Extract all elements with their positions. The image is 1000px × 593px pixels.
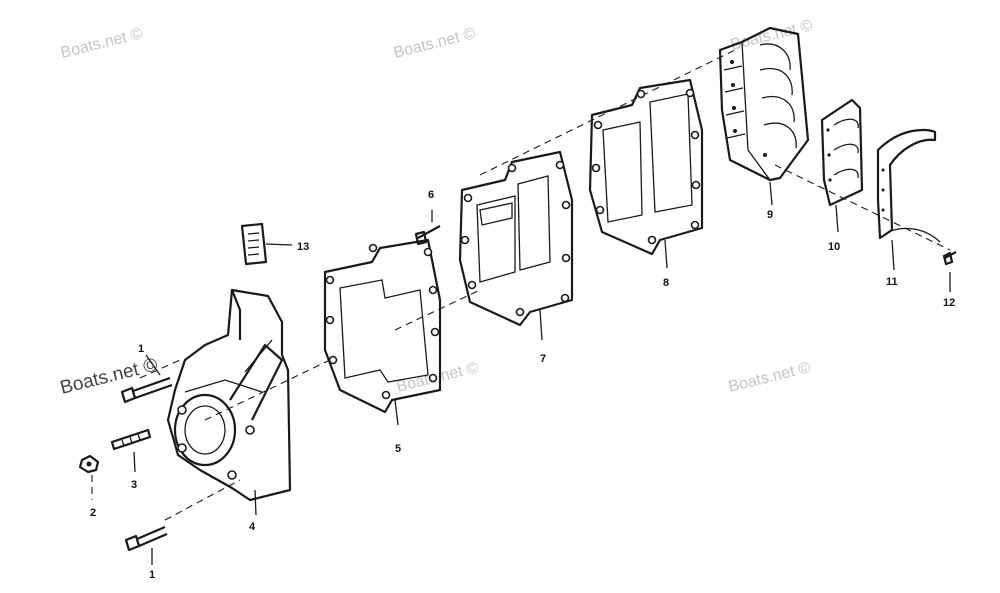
- callout-3: 3: [131, 479, 137, 491]
- part-8-gasket: [588, 78, 704, 269]
- callout-7: 7: [540, 353, 546, 365]
- callout-13: 13: [297, 241, 309, 253]
- callout-12: 12: [943, 297, 955, 309]
- callout-11: 11: [886, 276, 898, 288]
- part-11-reed-stop: [876, 128, 941, 271]
- watermark-5: Boats.net ©: [727, 359, 813, 396]
- part-2-nut: [78, 454, 100, 474]
- part-12-screw: [942, 251, 957, 292]
- callout-4: 4: [249, 521, 256, 533]
- watermark-2: Boats.net ©: [392, 25, 478, 62]
- part-10-reed-petals: [820, 98, 864, 233]
- callout-5: 5: [395, 443, 401, 455]
- watermark-1: Boats.net ©: [59, 25, 145, 62]
- watermark-prominent: Boats.net ©: [58, 354, 160, 398]
- callout-labels: 1 2 3 4 5 6 7 8 9 10 11 12 13 1: [90, 189, 955, 581]
- part-9-reed-cage: [718, 26, 810, 206]
- part-7-reed-plate: [458, 150, 574, 341]
- callout-9: 9: [767, 209, 773, 221]
- assembly-lines: [91, 49, 951, 521]
- part-1-bolt-upper: [120, 354, 173, 404]
- callout-1-lower: 1: [149, 569, 155, 581]
- callout-10: 10: [828, 241, 840, 253]
- callout-8: 8: [663, 277, 669, 289]
- callout-2: 2: [90, 507, 96, 519]
- part-1-bolt-lower: [124, 525, 168, 565]
- part-13-decal: [240, 222, 293, 266]
- part-5-gasket: [323, 238, 442, 426]
- part-4-intake-housing: [166, 288, 292, 516]
- callout-6: 6: [428, 189, 434, 201]
- part-6-screw: [414, 210, 441, 246]
- callout-1-upper: 1: [138, 343, 144, 355]
- part-3-stud: [110, 428, 152, 473]
